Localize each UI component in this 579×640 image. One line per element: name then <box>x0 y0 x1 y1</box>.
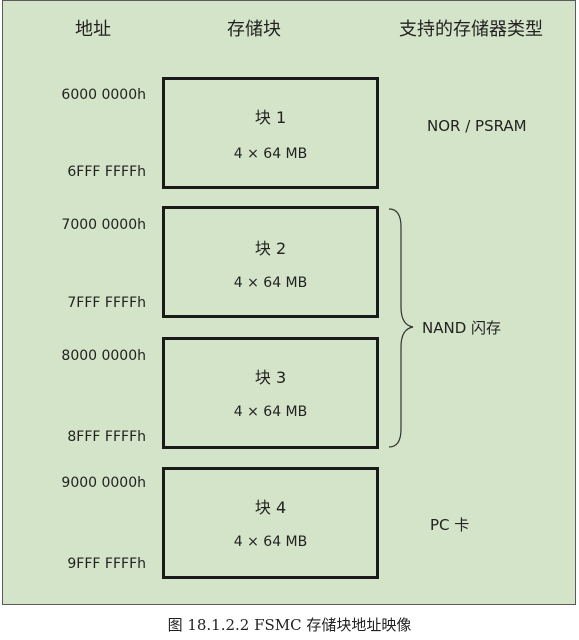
block-1-size: 4 × 64 MB <box>233 146 308 162</box>
block-2-size: 4 × 64 MB <box>233 275 308 291</box>
memory-block-1: 块 1 4 × 64 MB <box>162 77 379 189</box>
block-3-size: 4 × 64 MB <box>233 404 308 420</box>
header-address: 地址 <box>75 19 111 40</box>
diagram-panel: 地址 存储块 支持的存储器类型 6000 0000h 6FFF FFFFh 块 … <box>2 0 576 605</box>
block-2-name: 块 2 <box>254 239 287 258</box>
block-3-start-address: 8000 0000h <box>61 348 146 364</box>
memory-type-nand: NAND 闪存 <box>422 319 502 337</box>
block-4-name: 块 4 <box>254 498 287 517</box>
block-4-start-address: 9000 0000h <box>61 475 146 491</box>
block-1-end-address: 6FFF FFFFh <box>67 164 146 180</box>
block-2-start-address: 7000 0000h <box>61 217 146 233</box>
brace-icon <box>388 208 414 448</box>
memory-type-pc-card: PC 卡 <box>430 516 470 534</box>
block-2-end-address: 7FFF FFFFh <box>67 295 146 311</box>
memory-block-4: 块 4 4 × 64 MB <box>162 467 379 579</box>
block-4-size: 4 × 64 MB <box>233 534 308 550</box>
figure-caption: 图 18.1.2.2 FSMC 存储块地址映像 <box>167 616 412 634</box>
block-1-start-address: 6000 0000h <box>61 87 146 103</box>
memory-block-2: 块 2 4 × 64 MB <box>162 206 379 318</box>
memory-type-nor-psram: NOR / PSRAM <box>427 117 527 135</box>
header-block: 存储块 <box>227 19 281 40</box>
block-3-end-address: 8FFF FFFFh <box>67 429 146 445</box>
block-3-name: 块 3 <box>254 368 287 387</box>
memory-block-3: 块 3 4 × 64 MB <box>162 337 379 449</box>
block-4-end-address: 9FFF FFFFh <box>67 556 146 572</box>
block-1-name: 块 1 <box>254 108 287 127</box>
header-memory-type: 支持的存储器类型 <box>399 19 543 40</box>
